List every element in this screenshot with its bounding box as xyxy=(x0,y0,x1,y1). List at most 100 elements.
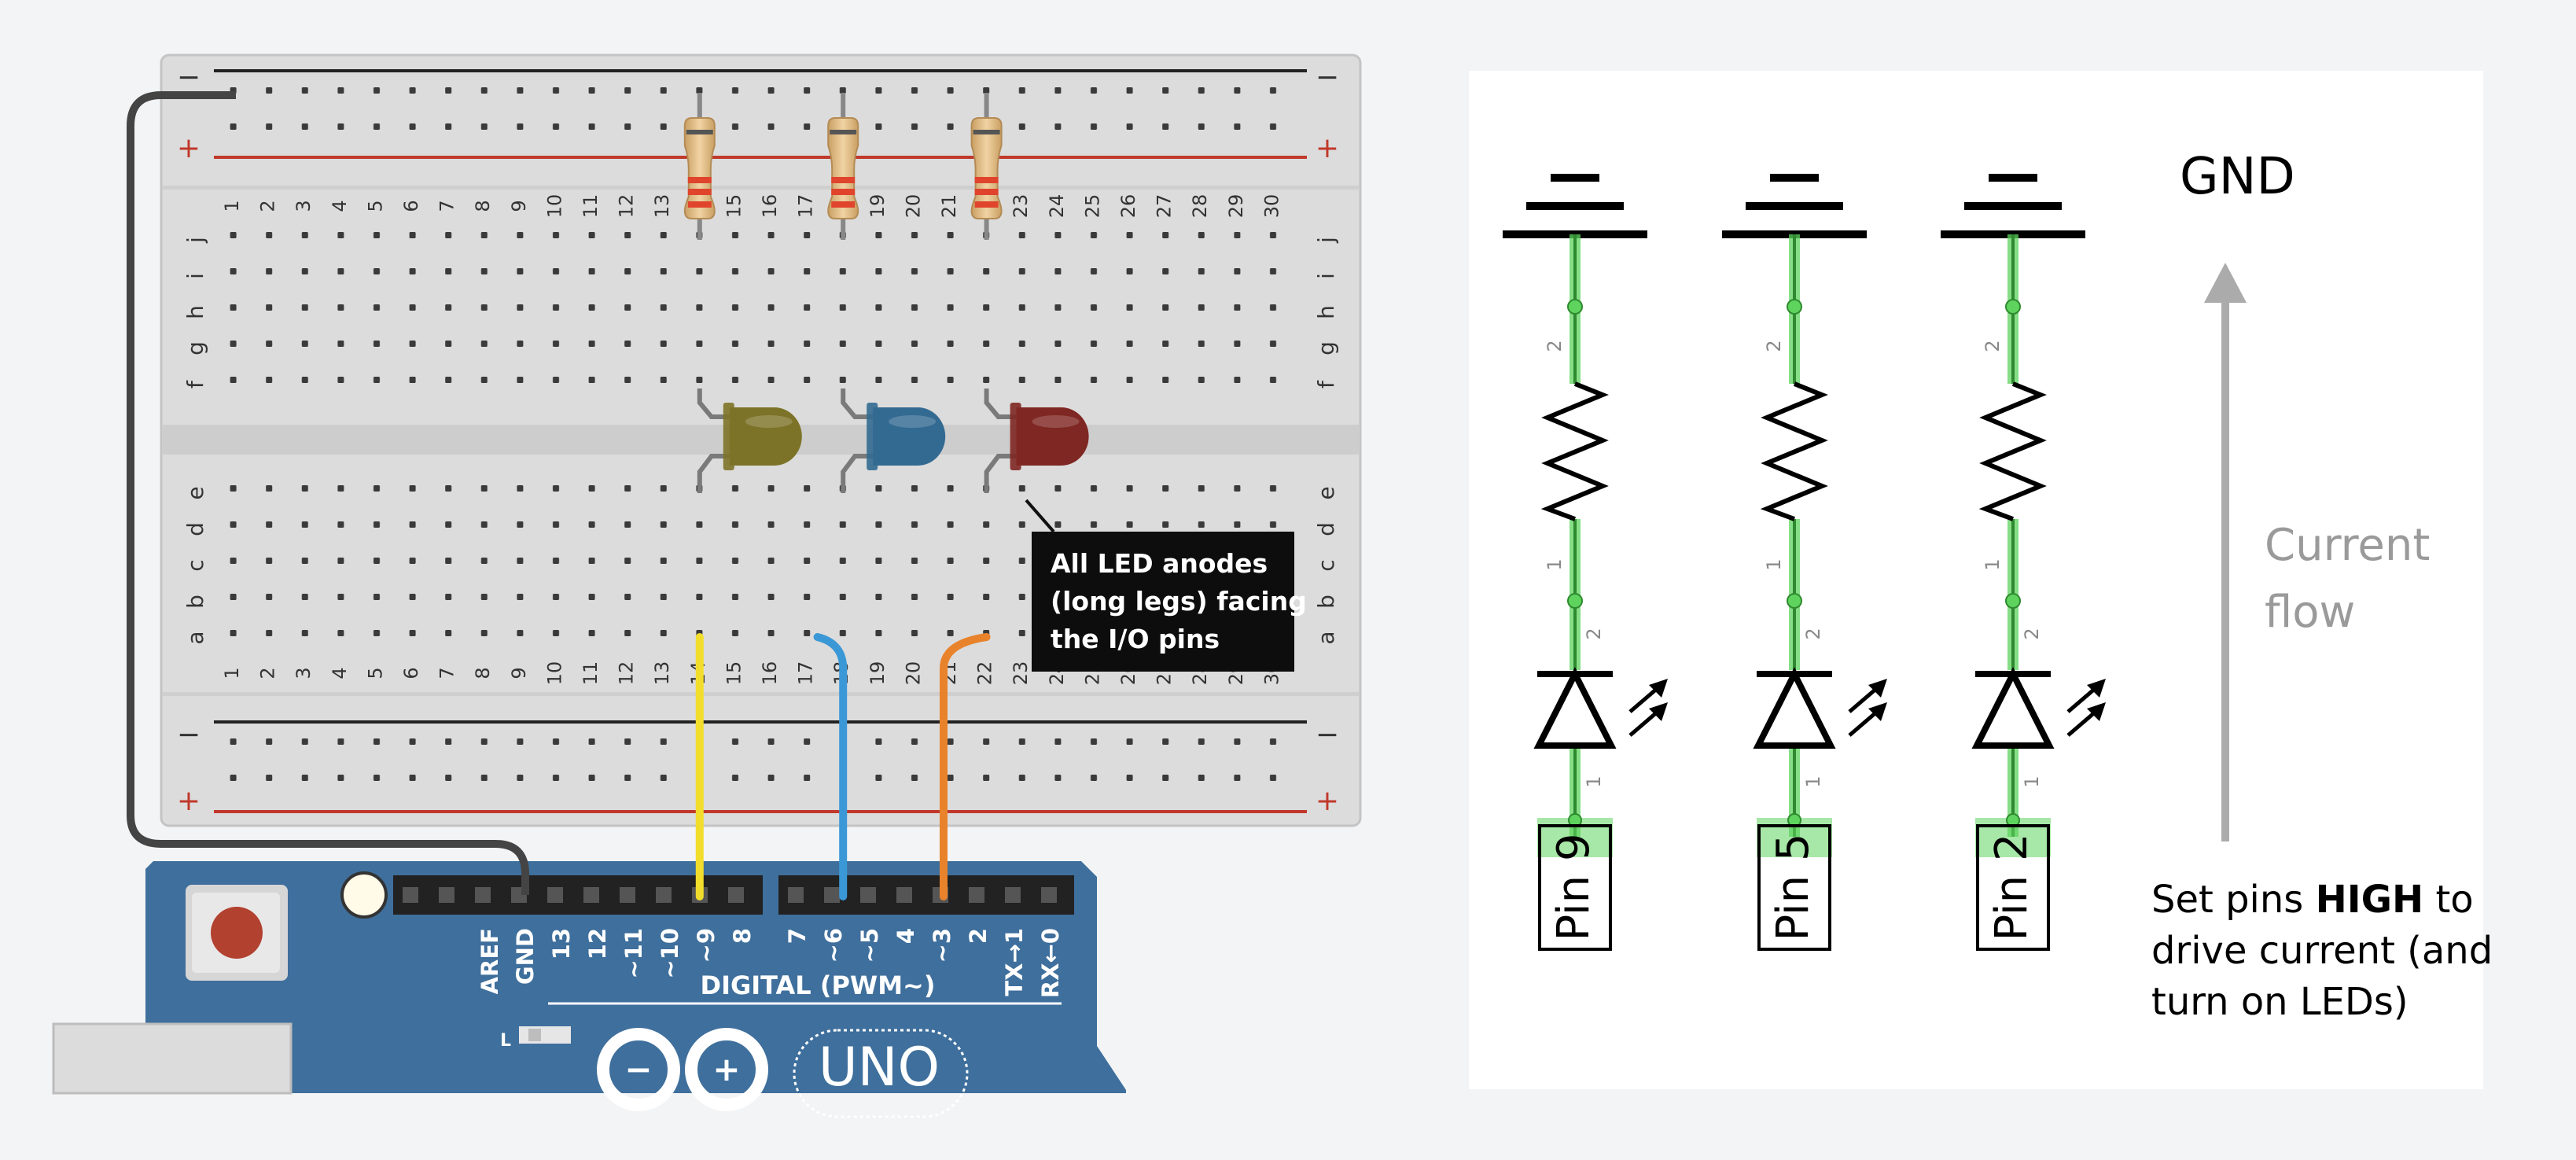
pin-box xyxy=(1538,824,1612,951)
digital-pwm-label: DIGITAL (PWM~) xyxy=(701,970,936,1000)
led-pin-number: 1 xyxy=(1802,775,1824,787)
led-pin-number: 2 xyxy=(2021,628,2043,639)
pin-box xyxy=(1757,824,1831,951)
resistor-pin-number: 2 xyxy=(1544,340,1566,352)
column-number: 21 xyxy=(938,194,960,219)
logo-plus: + xyxy=(712,1050,740,1088)
signal-wire xyxy=(940,633,991,900)
usb-connector xyxy=(52,1022,293,1095)
header-pin-label: ~11 xyxy=(620,928,647,979)
header-pin-label: GND xyxy=(512,928,539,985)
arduino-logo: − + xyxy=(597,1028,768,1111)
header-pin-label: 13 xyxy=(548,928,575,959)
uno-label: UNO xyxy=(819,1037,940,1099)
header-pin-label: 8 xyxy=(729,928,756,944)
header-pin-label: ~10 xyxy=(657,928,683,979)
column-number: 6 xyxy=(400,667,422,679)
rail-minus-label: − xyxy=(177,61,201,94)
column-number: 20 xyxy=(902,194,924,219)
column-number: 11 xyxy=(580,194,602,219)
column-number: 3 xyxy=(293,667,315,679)
column-number: 7 xyxy=(436,200,458,212)
column-number: 17 xyxy=(795,194,817,219)
header-pin-label: RX←0 xyxy=(1037,928,1064,998)
led xyxy=(841,389,946,493)
row-letter: g xyxy=(1313,341,1339,355)
pin-label: Pin 2 xyxy=(1986,833,2037,941)
reset-button[interactable] xyxy=(186,885,288,981)
column-number: 6 xyxy=(400,200,422,212)
row-letter: c xyxy=(182,559,208,571)
leds xyxy=(697,389,1089,493)
current-flow-arrow xyxy=(2204,263,2247,841)
header-pin-label: ~9 xyxy=(693,928,719,963)
column-number: 19 xyxy=(867,194,889,219)
column-number: 16 xyxy=(759,661,781,686)
led xyxy=(984,389,1089,493)
resistor-pin-number: 1 xyxy=(1982,558,2004,570)
row-letter: h xyxy=(1313,305,1339,319)
column-number: 15 xyxy=(723,194,745,219)
resistor-pin-number: 1 xyxy=(1544,558,1566,570)
header-pin-label: 4 xyxy=(892,928,919,944)
pin-label: Pin 9 xyxy=(1548,833,1599,941)
row-letter: h xyxy=(182,305,208,319)
resistor-symbol xyxy=(1760,381,1828,521)
led-pin-number: 2 xyxy=(1802,628,1824,639)
row-letter: a xyxy=(1313,631,1339,644)
header-pin-label: TX→1 xyxy=(1001,928,1028,996)
column-number: 20 xyxy=(902,661,924,686)
resistor-symbol xyxy=(1978,381,2047,521)
signal-wire xyxy=(813,633,848,900)
column-number: 30 xyxy=(1260,194,1282,219)
row-letter: j xyxy=(1313,237,1339,244)
resistors xyxy=(683,93,1003,240)
column-number: 27 xyxy=(1154,194,1176,219)
column-number: 17 xyxy=(795,661,817,686)
column-number: 11 xyxy=(580,661,602,686)
callout-line-2: (long legs) facing xyxy=(1051,586,1307,617)
row-letter: d xyxy=(1313,522,1339,536)
resistor xyxy=(827,93,859,240)
pin-label: Pin 5 xyxy=(1768,833,1819,941)
row-letter: f xyxy=(182,380,208,389)
column-number: 1 xyxy=(221,200,243,212)
column-number: 12 xyxy=(616,194,638,219)
header-pin-label: 12 xyxy=(584,928,611,959)
row-letter: a xyxy=(182,631,208,644)
led xyxy=(697,389,802,493)
header-pin-label: ~5 xyxy=(856,928,883,963)
row-letter: e xyxy=(182,486,208,499)
instruction-line-3: turn on LEDs) xyxy=(2151,980,2409,1024)
resistor-pin-number: 2 xyxy=(1763,340,1785,352)
column-number: 25 xyxy=(1081,194,1103,219)
rail-plus-label: + xyxy=(177,785,201,817)
row-letter: i xyxy=(182,273,208,279)
resistor xyxy=(970,93,1003,240)
anode-callout: All LED anodes (long legs) facing the I/… xyxy=(1025,499,1307,672)
resistor-pin-number: 2 xyxy=(1982,340,2004,352)
resistor xyxy=(683,93,716,240)
column-number: 7 xyxy=(436,667,458,679)
header-pin-label: 7 xyxy=(784,928,811,944)
rail-minus-label: − xyxy=(177,719,201,751)
row-letter: j xyxy=(182,237,208,244)
column-number: 23 xyxy=(1010,661,1032,686)
row-letter: d xyxy=(182,522,208,536)
led-pin-number: 1 xyxy=(1583,775,1605,787)
column-number: 5 xyxy=(364,200,386,212)
column-number: 15 xyxy=(723,661,745,686)
row-letter: b xyxy=(1313,595,1339,609)
rail-minus-label: − xyxy=(1316,719,1339,751)
column-number: 5 xyxy=(364,667,386,679)
column-number: 22 xyxy=(974,661,996,686)
rail-plus-label: + xyxy=(1316,785,1339,817)
onboard-led-label: L xyxy=(500,1031,511,1051)
